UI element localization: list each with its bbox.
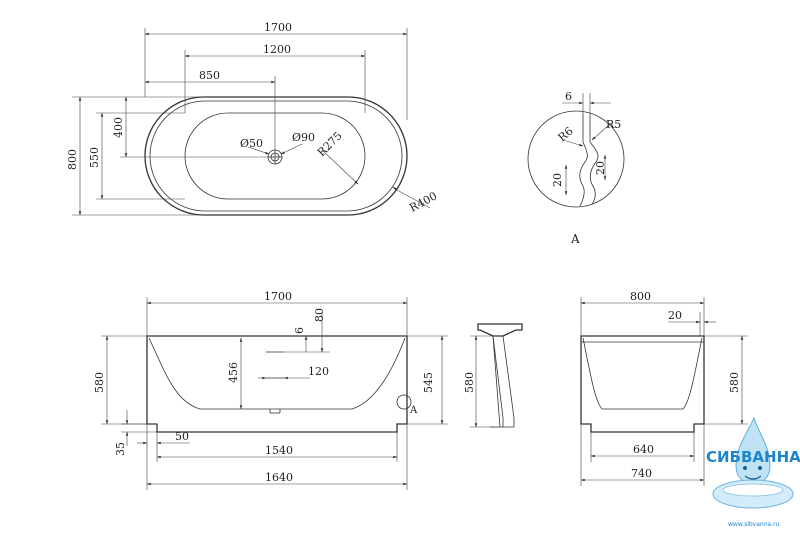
- detail-a-dim-20-left: 20: [551, 173, 564, 187]
- end-view: 800 20 580 640 740: [580, 290, 748, 486]
- label-radius-275: R275: [315, 129, 345, 159]
- detail-a-reference-circle: [396, 394, 412, 410]
- dim-550: 550: [88, 147, 101, 168]
- end-view-basin: [582, 337, 703, 410]
- detail-a-dim-6: 6: [565, 90, 572, 103]
- front-dim-1700: 1700: [264, 290, 292, 303]
- front-dim-80: 80: [313, 308, 326, 322]
- front-view-outline: [146, 335, 408, 433]
- side-section-rim: [477, 323, 523, 337]
- detail-a-label: A: [570, 232, 580, 246]
- detail-a-circle: [527, 110, 625, 208]
- front-view: A 1700 580 456 6 80 120 545 35: [93, 290, 448, 490]
- dim-1200: 1200: [263, 43, 291, 56]
- side-section-wall-inner: [492, 335, 501, 428]
- side-section-wall: [490, 335, 515, 428]
- label-diameter-50: Ø50: [240, 137, 263, 150]
- watermark-url: www.sibvanna.ru: [728, 521, 780, 528]
- front-dim-50: 50: [175, 430, 189, 443]
- front-dim-580: 580: [93, 372, 106, 393]
- label-radius-400: R400: [407, 189, 439, 214]
- detail-a-wall-left: [579, 113, 588, 207]
- dim-1700-top: 1700: [264, 21, 292, 34]
- end-dim-740: 740: [631, 467, 652, 480]
- end-view-outline: [580, 335, 705, 433]
- front-dim-1540: 1540: [265, 444, 293, 457]
- top-view-outer-rim: [144, 96, 408, 216]
- end-dim-640: 640: [633, 443, 654, 456]
- end-dim-580: 580: [728, 372, 741, 393]
- side-section: 580: [463, 323, 523, 428]
- dim-800-top: 800: [66, 149, 79, 170]
- detail-a-r6: R6: [556, 125, 576, 145]
- front-dim-120: 120: [308, 365, 329, 378]
- top-view: 1700 1200 850 800 550 400 Ø50 Ø90 R275 R…: [66, 21, 439, 216]
- front-dim-35: 35: [114, 442, 127, 456]
- detail-a-dim-20-right: 20: [594, 161, 607, 175]
- front-dim-456: 456: [227, 362, 240, 383]
- front-dim-545: 545: [422, 372, 435, 393]
- dim-400: 400: [112, 117, 125, 138]
- end-dim-800: 800: [630, 290, 651, 303]
- end-dim-20: 20: [668, 309, 682, 322]
- detail-a: 6 R5 R6 20 20 A: [527, 90, 625, 246]
- end-view-rim-edge: [580, 336, 705, 343]
- front-view-basin: [148, 337, 406, 410]
- front-detail-ref: A: [409, 405, 418, 416]
- side-dim-580: 580: [463, 372, 476, 393]
- watermark-brand: СИБВАННА: [706, 448, 800, 466]
- front-dim-6: 6: [293, 327, 306, 334]
- sibvanna-watermark-logo: СИБВАННА www.sibvanna.ru: [706, 416, 800, 528]
- dim-850: 850: [199, 69, 220, 82]
- detail-a-r5: R5: [606, 118, 621, 131]
- label-diameter-90: Ø90: [292, 131, 315, 144]
- front-dim-1640: 1640: [265, 471, 293, 484]
- detail-a-wall-right: [589, 113, 599, 205]
- top-view-rim-inner-line: [149, 100, 403, 212]
